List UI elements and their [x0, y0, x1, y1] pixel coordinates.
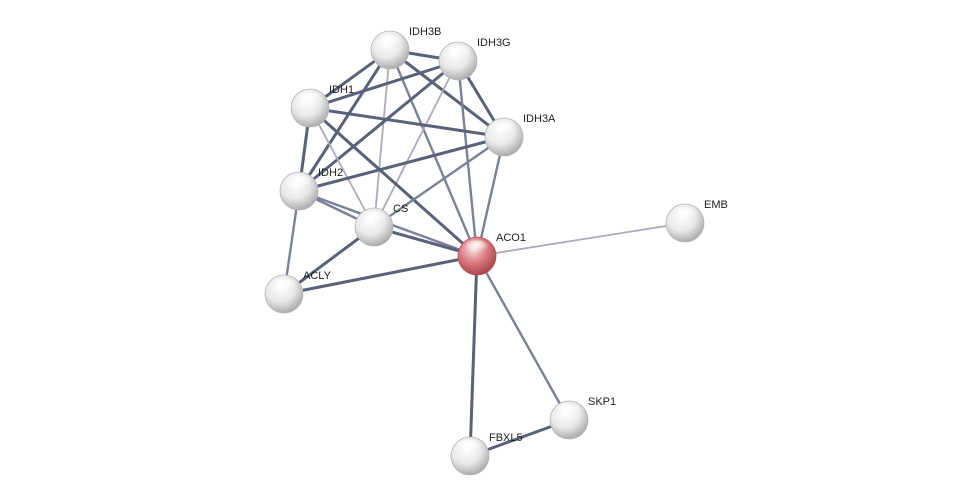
edge-idh3b-idh2	[297, 48, 392, 193]
node-highlight	[298, 92, 322, 107]
edge-emb-aco1	[476, 222, 686, 257]
node-highlight	[287, 175, 311, 190]
node-fbxl5[interactable]: FBXL5	[450, 432, 523, 476]
edge-idh1-idh3a	[308, 106, 506, 139]
node-label-idh1: IDH1	[329, 84, 354, 96]
node-highlight	[492, 121, 516, 136]
edge-idh3a-aco1	[475, 135, 506, 258]
edge-idh1-aco1	[308, 106, 479, 258]
edge-acly-aco1	[282, 254, 479, 296]
node-label-acly: ACLY	[303, 270, 332, 282]
node-highlight	[362, 211, 386, 226]
node-highlight	[272, 278, 296, 293]
edge-idh3a-cs	[372, 135, 506, 229]
node-emb[interactable]: EMB	[665, 199, 728, 243]
edge-idh3g-aco1	[456, 59, 479, 258]
edge-fbxl5-aco1	[468, 254, 479, 458]
edge-idh3g-idh1	[308, 59, 460, 110]
edge-idh3b-aco1	[388, 48, 479, 258]
node-idh3b[interactable]: IDH3B	[370, 26, 441, 70]
node-highlight	[446, 45, 470, 60]
node-highlight	[378, 34, 402, 49]
node-label-idh3a: IDH3A	[523, 113, 556, 125]
edge-idh3b-cs	[373, 49, 391, 228]
node-highlight	[673, 207, 697, 222]
node-highlight	[557, 404, 581, 419]
node-label-fbxl5: FBXL5	[489, 432, 523, 444]
node-idh1[interactable]: IDH1	[290, 84, 354, 128]
node-label-idh3b: IDH3B	[409, 26, 441, 38]
node-label-idh2: IDH2	[318, 167, 343, 179]
edge-idh3g-cs	[373, 60, 459, 228]
node-label-cs: CS	[393, 203, 408, 215]
node-idh3a[interactable]: IDH3A	[484, 113, 556, 157]
edge-idh3g-idh2	[297, 59, 460, 193]
node-label-emb: EMB	[704, 199, 728, 211]
edge-idh3b-idh3a	[388, 48, 506, 139]
node-aco1[interactable]: ACO1	[457, 232, 526, 276]
node-skp1[interactable]: SKP1	[549, 396, 616, 440]
node-label-idh3g: IDH3G	[477, 37, 511, 49]
edge-idh3a-idh2	[297, 135, 506, 193]
node-label-aco1: ACO1	[496, 232, 526, 244]
edge-idh1-cs	[309, 107, 375, 228]
node-highlight	[465, 240, 489, 255]
node-idh2[interactable]: IDH2	[279, 167, 343, 211]
node-idh3g[interactable]: IDH3G	[438, 37, 511, 81]
edge-skp1-aco1	[475, 254, 571, 422]
node-cs[interactable]: CS	[354, 203, 408, 247]
node-highlight	[458, 440, 482, 455]
node-acly[interactable]: ACLY	[264, 270, 332, 314]
node-label-skp1: SKP1	[588, 396, 616, 408]
